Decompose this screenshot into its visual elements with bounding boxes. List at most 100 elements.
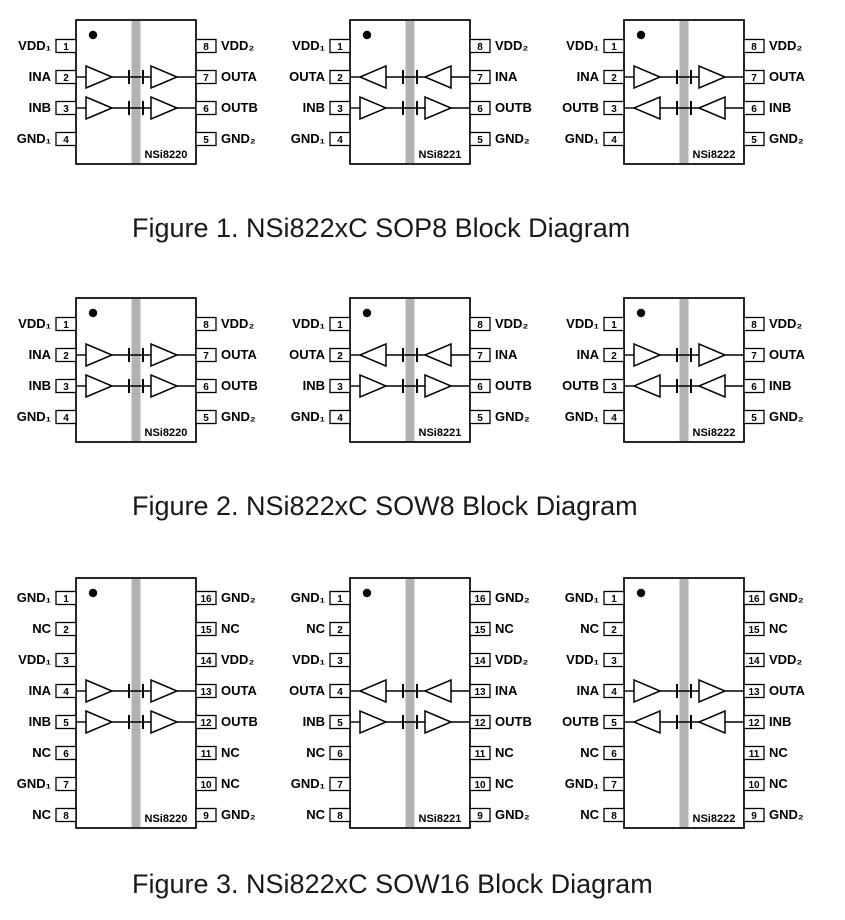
figure1-caption: Figure 1. NSi822xC SOP8 Block Diagram bbox=[132, 213, 631, 243]
pin-label: INB bbox=[769, 714, 791, 729]
pin-number: 4 bbox=[611, 135, 617, 146]
pin-number: 1 bbox=[337, 320, 343, 331]
pin-label: GND₁ bbox=[290, 590, 324, 605]
pin-box bbox=[194, 409, 217, 425]
pin-number: 3 bbox=[63, 104, 69, 115]
pin-label: INA bbox=[576, 347, 599, 362]
buffer-triangle bbox=[357, 678, 387, 704]
pin-label: NC bbox=[32, 621, 51, 636]
pin-box bbox=[328, 745, 351, 761]
pin-number: 6 bbox=[203, 104, 209, 115]
buffer-triangle bbox=[84, 95, 114, 121]
pin-box bbox=[194, 38, 217, 54]
chip-name: NSi8220 bbox=[144, 149, 187, 161]
chip-name: NSi8222 bbox=[692, 149, 735, 161]
pin-label: INB bbox=[302, 378, 324, 393]
pin-label: GND₂ bbox=[769, 131, 804, 146]
pin-number: 7 bbox=[611, 780, 617, 791]
pin-number: 1 bbox=[337, 594, 343, 605]
buffer-triangle bbox=[697, 342, 727, 368]
pin-label: GND₁ bbox=[564, 590, 598, 605]
buffer-triangle bbox=[149, 342, 179, 368]
pin-number: 2 bbox=[611, 351, 617, 362]
buffer-triangle bbox=[696, 709, 726, 735]
pin-number: 4 bbox=[63, 687, 69, 698]
pin-number: 15 bbox=[474, 625, 486, 636]
pin-number: 12 bbox=[474, 718, 486, 729]
buffer-triangle bbox=[422, 678, 452, 704]
buffer-triangle bbox=[149, 95, 179, 121]
pin-number: 14 bbox=[748, 656, 760, 667]
pin-label: GND₁ bbox=[16, 776, 50, 791]
pin-label: GND₂ bbox=[769, 590, 804, 605]
pin-box bbox=[468, 652, 491, 668]
pin-number: 4 bbox=[611, 413, 617, 424]
pin-number: 3 bbox=[611, 104, 617, 115]
buffer-triangle bbox=[149, 373, 179, 399]
pin-box bbox=[54, 38, 77, 54]
pin-number: 8 bbox=[611, 811, 617, 822]
pin-label: GND₁ bbox=[564, 131, 598, 146]
pin-label: NC bbox=[580, 745, 599, 760]
pin-number: 11 bbox=[200, 749, 211, 760]
pin-box bbox=[54, 776, 77, 792]
buffer-triangle bbox=[84, 373, 114, 399]
pin-number: 8 bbox=[751, 320, 757, 331]
pin-number: 11 bbox=[748, 749, 759, 760]
pin1-dot bbox=[88, 30, 97, 40]
isolation-barrier bbox=[679, 299, 688, 441]
pin-box bbox=[602, 38, 625, 54]
pin-label: OUTB bbox=[562, 378, 599, 393]
buffer-triangle bbox=[358, 709, 388, 735]
pin-box bbox=[194, 590, 217, 606]
pin-number: 1 bbox=[611, 42, 617, 53]
pin-number: 2 bbox=[611, 625, 617, 636]
pin-number: 2 bbox=[337, 351, 343, 362]
pin-number: 10 bbox=[474, 780, 486, 791]
pin-box bbox=[602, 409, 625, 425]
pin-box bbox=[468, 316, 491, 332]
pin-number: 12 bbox=[748, 718, 760, 729]
pin-number: 15 bbox=[200, 625, 212, 636]
pin-label: OUTB bbox=[221, 378, 258, 393]
pin-number: 5 bbox=[203, 413, 209, 424]
buffer-triangle bbox=[631, 709, 661, 735]
isolation-barrier bbox=[405, 299, 414, 441]
buffer-triangle bbox=[149, 678, 179, 704]
pin-label: NC bbox=[580, 621, 599, 636]
pin-number: 4 bbox=[337, 413, 343, 424]
pin1-dot bbox=[636, 308, 645, 318]
pin-label: OUTA bbox=[769, 347, 805, 362]
pin-label: GND₁ bbox=[290, 409, 324, 424]
pin-box bbox=[742, 621, 765, 637]
pin-label: INB bbox=[28, 378, 50, 393]
pin-label: GND₂ bbox=[221, 131, 256, 146]
pin-label: INA bbox=[28, 69, 51, 84]
pin-box bbox=[468, 745, 491, 761]
pin-box bbox=[602, 776, 625, 792]
pin-number: 7 bbox=[751, 351, 757, 362]
pin-label: OUTA bbox=[221, 347, 257, 362]
pin-label: NC bbox=[495, 621, 514, 636]
pin-box bbox=[742, 38, 765, 54]
buffer-triangle bbox=[149, 709, 179, 735]
pin-label: VDD₂ bbox=[769, 316, 802, 331]
pin-label: VDD₂ bbox=[769, 38, 802, 53]
pin-box bbox=[328, 590, 351, 606]
pin-number: 6 bbox=[203, 382, 209, 393]
pin-number: 3 bbox=[63, 382, 69, 393]
pin-number: 7 bbox=[477, 351, 483, 362]
pin-number: 9 bbox=[203, 811, 209, 822]
pin-label: NC bbox=[306, 745, 325, 760]
pin-number: 5 bbox=[63, 718, 69, 729]
pin-number: 3 bbox=[63, 656, 69, 667]
pin-box bbox=[468, 38, 491, 54]
pin-number: 5 bbox=[611, 718, 617, 729]
pin-label: NC bbox=[580, 807, 599, 822]
